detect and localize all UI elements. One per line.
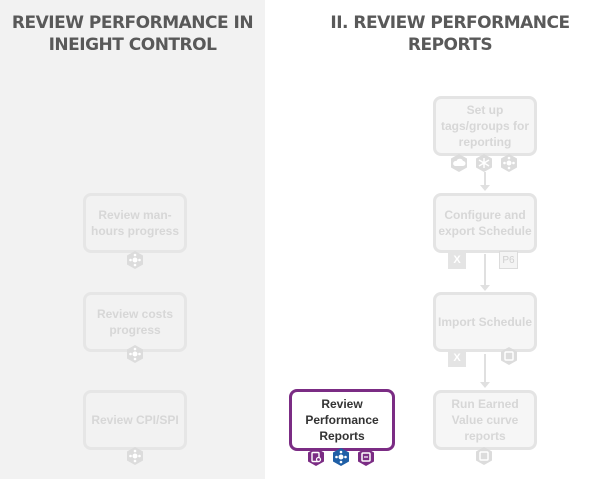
review-performance-reports-step: Review Performance Reports [289, 389, 395, 451]
step-label: Configure and export Schedule [438, 208, 532, 238]
cloud-icon [451, 154, 467, 172]
step-label: Import Schedule [437, 315, 532, 329]
step-label: Set up tags/groups for reporting [440, 103, 529, 149]
flow-arrow [480, 254, 490, 291]
schedule-icon [476, 447, 492, 465]
step-label: Review costs progress [96, 307, 174, 337]
left-heading: REVIEW PERFORMANCE IN INEIGHT CONTROL [11, 13, 254, 55]
flow-arrow [480, 354, 490, 388]
right-heading: II. REVIEW PERFORMANCE REPORTS [330, 13, 570, 55]
step-label: Review CPI/SPI [91, 413, 179, 427]
network-icon [476, 154, 492, 172]
review-costs-step: Review costs progress [83, 292, 187, 352]
excel-icon: X [448, 349, 466, 367]
configure-export-step: Configure and export Schedule [433, 193, 537, 253]
hub-icon [501, 154, 517, 172]
p6-icon: P6 [499, 251, 518, 269]
report-icon [308, 448, 324, 466]
flow-arrow [480, 172, 490, 191]
step-label: Review man-hours progress [90, 208, 180, 238]
step-label: Review Performance Reports [305, 397, 379, 443]
hub-icon [333, 448, 349, 466]
review-cpi-spi-step: Review CPI/SPI [83, 390, 187, 450]
import-schedule-step: Import Schedule [433, 292, 537, 352]
review-manhours-step: Review man-hours progress [83, 193, 187, 253]
schedule-icon [358, 448, 374, 466]
excel-icon: X [448, 251, 466, 269]
setup-tags-step: Set up tags/groups for reporting [433, 96, 537, 156]
step-label: Run Earned Value curve reports [451, 397, 519, 443]
run-earned-value-step: Run Earned Value curve reports [433, 390, 537, 450]
schedule-icon [501, 347, 517, 365]
hub-icon [127, 251, 143, 269]
hub-icon [127, 345, 143, 363]
hub-icon [127, 447, 143, 465]
